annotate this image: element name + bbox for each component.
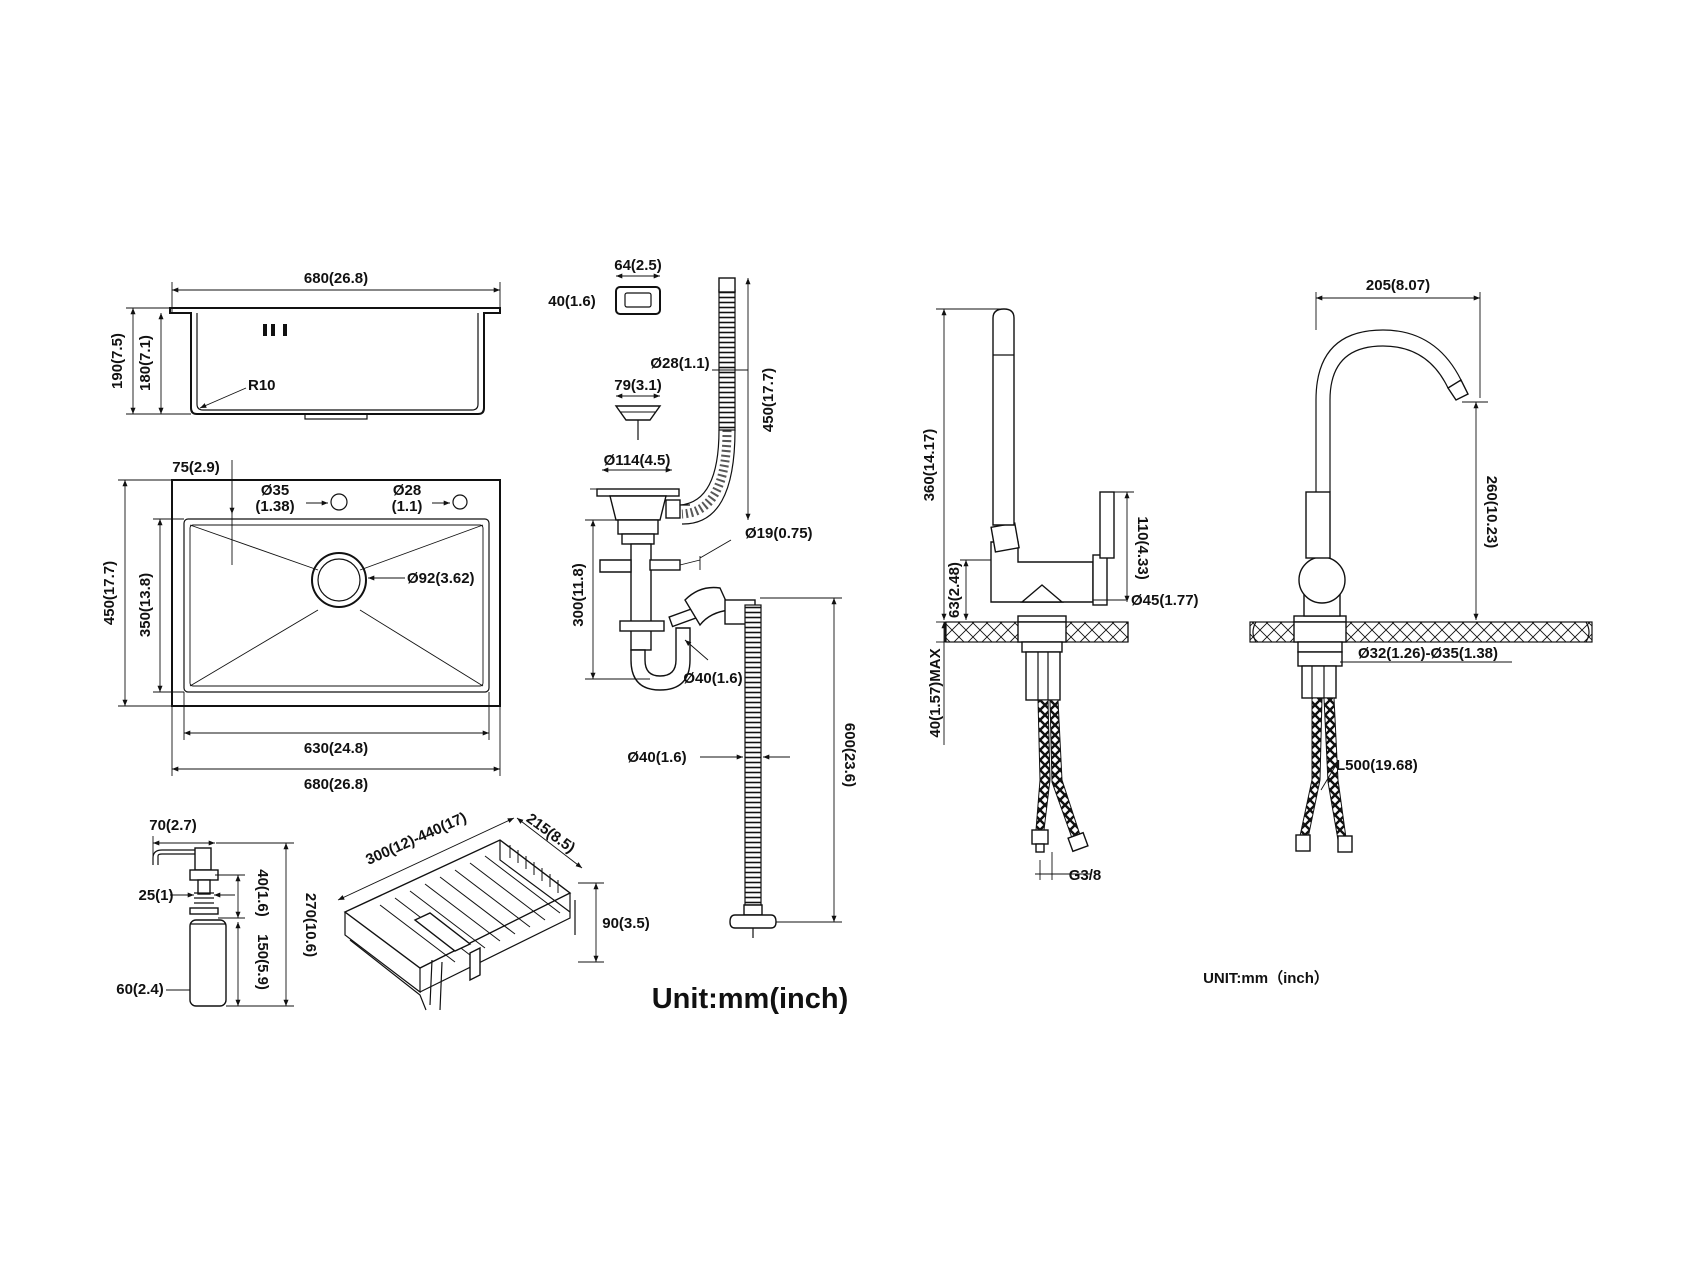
sink-plan: 75(2.9) Ø35 (1.38) Ø28 (1.1) Ø92(3.62) 4… xyxy=(101,459,501,793)
hose-length-text: L500(19.68) xyxy=(1336,757,1418,774)
strainer-dia-label: 79(3.1) xyxy=(614,377,662,394)
reach-label: 205(8.07) xyxy=(1366,277,1430,294)
hole1-dia-label: Ø35 xyxy=(261,482,289,499)
hole2-dia-label: Ø28 xyxy=(393,482,421,499)
flange-dia-label: Ø114(4.5) xyxy=(604,452,671,469)
soap-dispenser: 70(2.7) 25(1) 40(1.6) 150(5.9) 270(10.6)… xyxy=(116,817,319,1007)
soap-total-height-label: 270(10.6) xyxy=(302,893,319,957)
edge-offset-label: 75(2.9) xyxy=(172,459,220,476)
sink-width-top-label: 680(26.8) xyxy=(304,270,368,287)
base-dia-label: Ø45(1.77) xyxy=(1131,592,1199,609)
dish-basket: 300(12)-440(17) 215(8.5) 90(3.5) xyxy=(337,809,650,1011)
outlet-length-label: 600(23.6) xyxy=(841,723,858,787)
faucet-front-view: L500(19.68) 205(8.07) 260(10.23) Ø32(1.2… xyxy=(1249,277,1593,853)
sink-height-inner-label: 180(7.1) xyxy=(137,335,154,391)
faucet-thread-label: G3/8 xyxy=(1069,867,1102,884)
hose-length-label: 450(17.7) xyxy=(760,368,777,432)
drain-dia-label: Ø92(3.62) xyxy=(407,570,475,587)
sink-width-inner-label: 630(24.8) xyxy=(304,740,368,757)
overflow-width-label: 64(2.5) xyxy=(614,257,662,274)
sink-width-outer-label: 680(26.8) xyxy=(304,776,368,793)
outlet-dia-label: Ø40(1.6) xyxy=(627,749,686,766)
hole2-inch-label: (1.1) xyxy=(392,498,423,515)
hole1-inch-label: (1.38) xyxy=(255,498,294,515)
soap-nozzle-label: 70(2.7) xyxy=(149,817,197,834)
mount-hole-label: Ø32(1.26)-Ø35(1.38) xyxy=(1358,645,1498,662)
faucet-side-view: G3/8 360(14.17) 63(2.48) 40(1.57)MAX 110… xyxy=(921,308,1199,884)
unit-label-right: UNIT:mm（inch） xyxy=(1203,969,1329,987)
faucet-base-height-label: 63(2.48) xyxy=(946,562,963,618)
side-dia-label: Ø19(0.75) xyxy=(745,525,813,542)
soap-thread-label: 25(1) xyxy=(138,887,173,904)
soap-neck-label: 40(1.6) xyxy=(254,869,271,917)
basket-height-label: 90(3.5) xyxy=(602,915,650,932)
soap-bottle-height-label: 150(5.9) xyxy=(254,934,271,990)
drain-assembly: 64(2.5) 40(1.6) 450(17.7) Ø28(1.1) 79(3.… xyxy=(548,257,858,938)
sink-height-outer-label: 190(7.5) xyxy=(109,333,126,389)
unit-label-left: Unit:mm(inch) xyxy=(652,983,849,1015)
overflow-height-label: 40(1.6) xyxy=(548,293,596,310)
basket-length-label: 300(12)-440(17) xyxy=(363,809,469,869)
faucet-height-label: 360(14.17) xyxy=(921,429,938,502)
sink-radius-label: R10 xyxy=(248,377,276,394)
spout-height-label: 260(10.23) xyxy=(1483,476,1500,549)
lever-height-label: 110(4.33) xyxy=(1134,516,1151,579)
soap-bottle-dia-label: 60(2.4) xyxy=(116,981,164,998)
sink-elevation: 680(26.8) 190(7.5) 180(7.1) R10 xyxy=(109,270,501,420)
sink-depth-outer-label: 450(17.7) xyxy=(101,561,118,625)
sink-depth-inner-label: 350(13.8) xyxy=(137,573,154,637)
trap-dia-label: Ø40(1.6) xyxy=(683,670,742,687)
trap-height-label: 300(11.8) xyxy=(570,563,587,626)
basket-depth-label: 215(8.5) xyxy=(523,810,578,857)
hose-dia-label: Ø28(1.1) xyxy=(650,355,709,372)
deck-max-label: 40(1.57)MAX xyxy=(927,648,944,737)
